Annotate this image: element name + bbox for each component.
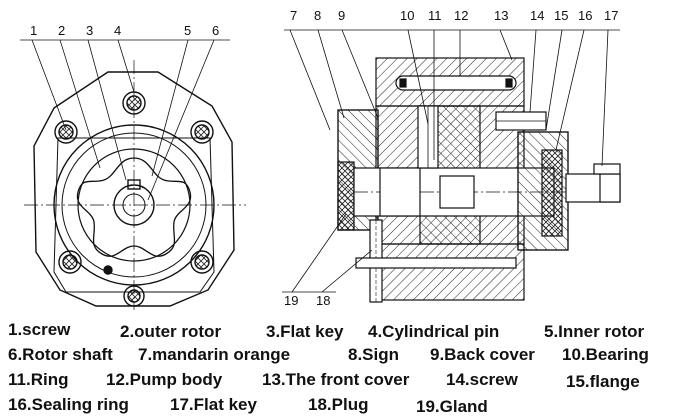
callout-labels: 1 2 3 4 5 6 7 8 9 10 11 12 13 14 15 16 1…	[30, 8, 618, 308]
section-view	[282, 29, 621, 303]
legend-item-15: 15.flange	[566, 372, 640, 391]
callout-8: 8	[314, 8, 321, 23]
legend-item-5: 5.Inner rotor	[544, 322, 645, 341]
legend-item-12: 12.Pump body	[106, 370, 223, 389]
cylindrical-pin	[103, 265, 113, 275]
callout-19: 19	[284, 293, 298, 308]
legend-item-6: 6.Rotor shaft	[8, 345, 113, 364]
pump-assembly-drawing: 1 2 3 4 5 6 7 8 9 10 11 12 13 14 15 16 1…	[20, 8, 621, 310]
callout-17: 17	[604, 8, 618, 23]
callout-11: 11	[428, 8, 442, 23]
front-cover-bottom	[375, 243, 525, 301]
screw-bottom-left	[58, 250, 82, 274]
legend-item-9: 9.Back cover	[430, 345, 535, 364]
screw-bottom-right	[190, 250, 214, 274]
callout-4: 4	[114, 23, 121, 38]
legend-item-17: 17.Flat key	[170, 395, 257, 414]
legend-item-19: 19.Gland	[416, 397, 488, 416]
parts-legend: 1.screw 2.outer rotor 3.Flat key 4.Cylin…	[0, 318, 690, 420]
legend-item-16: 16.Sealing ring	[8, 395, 129, 414]
cylindrical-pin-section	[395, 75, 517, 91]
callout-5: 5	[184, 23, 191, 38]
flat-key-output	[593, 163, 621, 175]
legend-item-10: 10.Bearing	[562, 345, 649, 364]
legend-item-18: 18.Plug	[308, 395, 369, 414]
housing-ring-outline	[53, 137, 215, 293]
gland	[337, 161, 355, 231]
callout-6: 6	[212, 23, 219, 38]
front-view	[20, 39, 246, 310]
screw-right	[190, 120, 214, 144]
legend-item-11: 11.Ring	[8, 370, 69, 389]
callout-15: 15	[554, 8, 568, 23]
callout-10: 10	[400, 8, 414, 23]
callout-9: 9	[338, 8, 345, 23]
callout-16: 16	[578, 8, 592, 23]
pump-flange-outline	[33, 71, 235, 307]
legend-item-8: 8.Sign	[348, 345, 400, 364]
sealing-ring	[541, 149, 563, 237]
legend-item-2: 2.outer rotor	[120, 322, 222, 341]
callout-3: 3	[86, 23, 93, 38]
callout-12: 12	[454, 8, 468, 23]
callout-1: 1	[30, 23, 37, 38]
legend-item-1: 1.screw	[8, 320, 71, 339]
callout-2: 2	[58, 23, 65, 38]
legend-item-14: 14.screw	[446, 370, 518, 389]
callout-14: 14	[530, 8, 544, 23]
callout-18: 18	[316, 293, 330, 308]
legend-item-3: 3.Flat key	[266, 322, 344, 341]
legend-item-13: 13.The front cover	[262, 370, 410, 389]
legend-item-7: 7.mandarin orange	[138, 345, 291, 364]
callout-13: 13	[494, 8, 508, 23]
legend-item-4: 4.Cylindrical pin	[368, 322, 500, 341]
callout-7: 7	[290, 8, 297, 23]
screw-left	[54, 120, 78, 144]
